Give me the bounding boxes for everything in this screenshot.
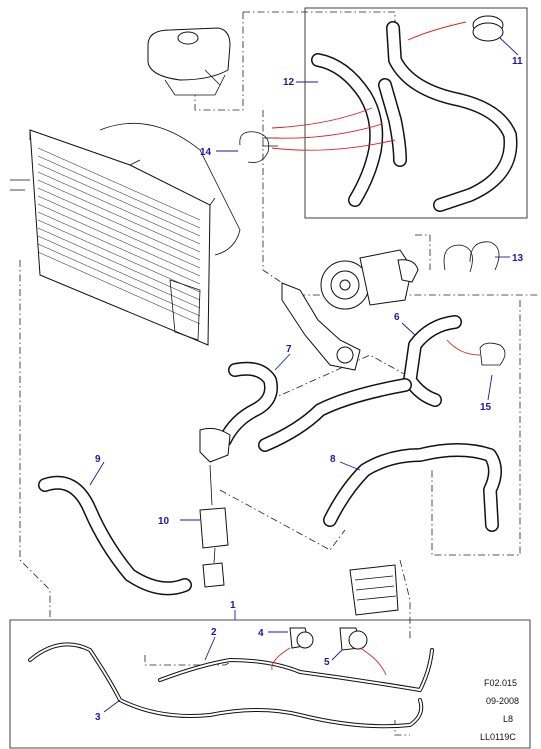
bypass-pipe (281, 282, 361, 371)
connector-lines (19, 11, 540, 736)
clip-15 (479, 342, 506, 366)
sensor-5 (339, 627, 368, 651)
red-leaders (271, 21, 481, 676)
callout-6: 6 (394, 312, 400, 323)
pipe-2 (158, 648, 434, 692)
callouts: 1 2 3 4 5 6 7 8 9 10 11 12 13 14 15 (95, 56, 524, 723)
blue-leaders (89, 37, 519, 713)
callout-8: 8 (330, 454, 336, 465)
callout-15: 15 (480, 402, 492, 413)
illustration-code: LL0119C (480, 732, 516, 742)
clip-11 (472, 15, 504, 42)
thermostat-housing (199, 427, 231, 588)
clip-14 (239, 131, 278, 163)
hoses-group-12 (311, 21, 518, 212)
callout-13: 13 (512, 253, 524, 264)
callout-10: 10 (158, 516, 170, 527)
clip-13 (443, 241, 500, 273)
box-group-12 (304, 7, 528, 219)
box-group-1 (9, 619, 531, 749)
model-code: L8 (503, 714, 513, 724)
callout-3: 3 (95, 712, 101, 723)
callout-4: 4 (258, 628, 264, 639)
callout-11: 11 (512, 56, 523, 67)
callout-2: 2 (211, 627, 217, 638)
callout-12: 12 (283, 77, 295, 88)
issue-date: 09-2008 (486, 696, 519, 706)
hose-9 (38, 475, 192, 596)
callout-7: 7 (286, 344, 292, 355)
oil-cooler (349, 564, 399, 616)
figure-code: F02.015 (484, 678, 517, 688)
callout-9: 9 (95, 454, 101, 465)
water-pump (320, 249, 419, 310)
radiator-assembly (10, 122, 241, 346)
sensor-4 (289, 627, 314, 649)
callout-1: 1 (230, 600, 236, 611)
reference-block: F02.015 09-2008 L8 LL0119C (480, 678, 519, 742)
expansion-tank (147, 27, 231, 96)
callout-14: 14 (200, 147, 212, 158)
callout-5: 5 (324, 657, 330, 668)
pipe-3 (28, 642, 424, 729)
